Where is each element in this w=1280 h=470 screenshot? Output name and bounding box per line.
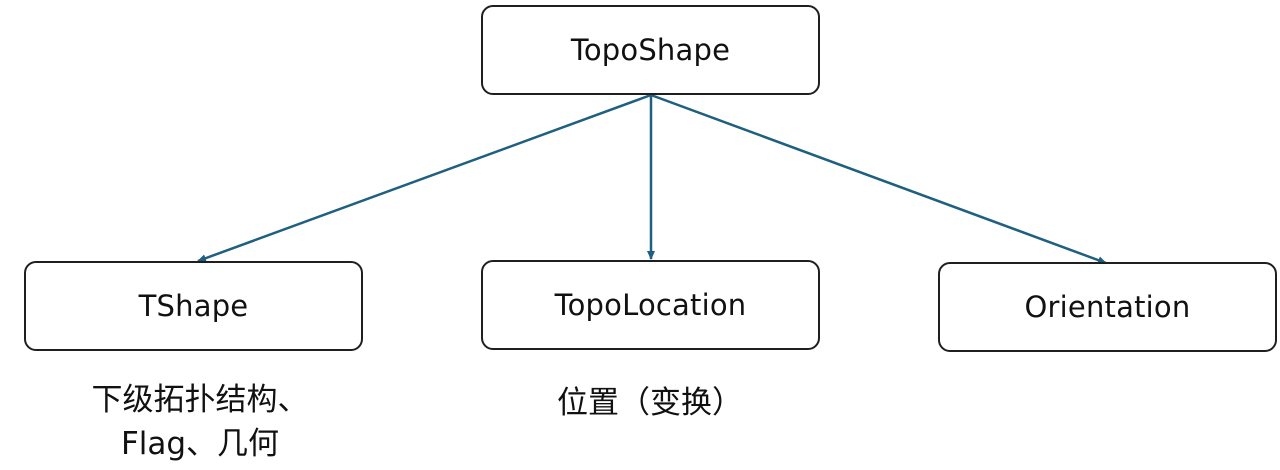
tshape-note: 下级拓扑结构、 Flag、几何 — [40, 378, 360, 466]
toposhape-node-label: TopoShape — [570, 33, 731, 67]
topolocation-note: 位置（变换） — [500, 381, 800, 425]
tshape-node: TShape — [24, 261, 363, 351]
topolocation-note-line-1: 位置（变换） — [557, 385, 743, 421]
edge-root-to-orientation — [650, 93, 1107, 265]
tshape-node-label: TShape — [138, 289, 249, 323]
edge-root-to-tshape — [197, 93, 652, 263]
orientation-node-label: Orientation — [1024, 290, 1191, 324]
tshape-note-line-2: Flag、几何 — [120, 426, 280, 462]
orientation-node: Orientation — [938, 262, 1277, 352]
topolocation-node: TopoLocation — [481, 260, 820, 350]
toposhape-node: TopoShape — [481, 5, 820, 95]
topolocation-node-label: TopoLocation — [554, 288, 747, 322]
tshape-note-line-1: 下级拓扑结构、 — [91, 382, 309, 418]
